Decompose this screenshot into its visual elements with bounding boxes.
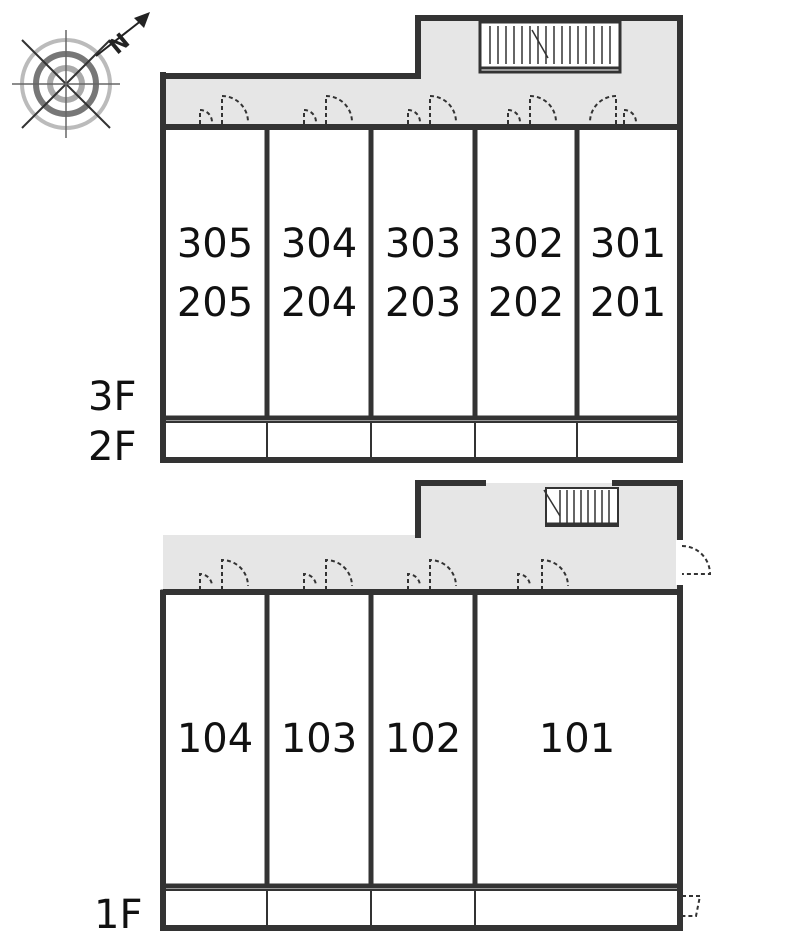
upper-unit-labels: 305 205 304 204 303 203 302 202 301 201	[177, 221, 666, 326]
unit-label: 103	[281, 716, 357, 762]
side-door	[681, 545, 712, 575]
unit-label: 205	[177, 280, 253, 326]
unit-label: 203	[385, 280, 461, 326]
balconies	[162, 889, 681, 929]
unit-label: 304	[281, 221, 357, 267]
unit-label: 104	[177, 716, 253, 762]
unit-label: 301	[590, 221, 666, 267]
unit-label: 102	[385, 716, 461, 762]
upper-floors-plan: 305 205 304 204 303 203 302 202 301 201 …	[88, 15, 683, 470]
floor-label-2f: 2F	[88, 424, 136, 470]
floor-label-1f: 1F	[94, 892, 142, 938]
unit-label: 202	[488, 280, 564, 326]
north-label: N	[105, 29, 135, 60]
stairs-icon	[478, 20, 622, 74]
balconies	[162, 421, 681, 461]
unit-label: 303	[385, 221, 461, 267]
unit-label: 302	[488, 221, 564, 267]
compass-rose-icon: N	[12, 12, 150, 138]
unit-label: 201	[590, 280, 666, 326]
stairs-icon	[543, 487, 619, 527]
unit-label: 101	[539, 716, 615, 762]
unit-label: 204	[281, 280, 357, 326]
entrance-doors	[199, 94, 637, 124]
floor-label-3f: 3F	[88, 374, 136, 420]
ground-unit-labels: 104 103 102 101	[177, 716, 615, 762]
entrance-doors	[199, 558, 569, 590]
ground-floor-plan: 104 103 102 101 1F	[94, 480, 712, 938]
unit-label: 305	[177, 221, 253, 267]
balcony-door	[682, 895, 702, 917]
